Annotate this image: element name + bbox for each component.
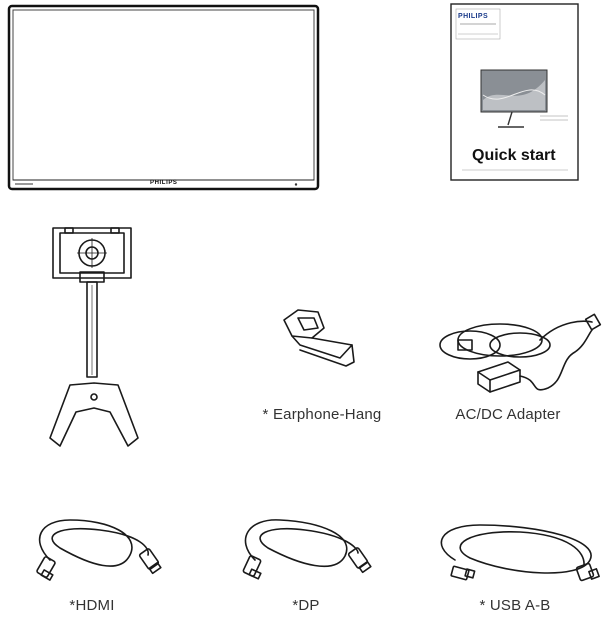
earphone-hang-label: * Earphone-Hang xyxy=(262,406,382,423)
quick-start-brand: PHILIPS xyxy=(458,13,489,20)
usb-a-b-label: * USB A-B xyxy=(479,597,551,614)
ac-dc-adapter-label: AC/DC Adapter xyxy=(455,406,561,423)
monitor-brand-label: PHILIPS xyxy=(150,180,178,186)
dp-label: *DP xyxy=(292,597,320,614)
hdmi-label: *HDMI xyxy=(69,597,115,614)
quick-start-title: Quick start xyxy=(472,147,556,164)
